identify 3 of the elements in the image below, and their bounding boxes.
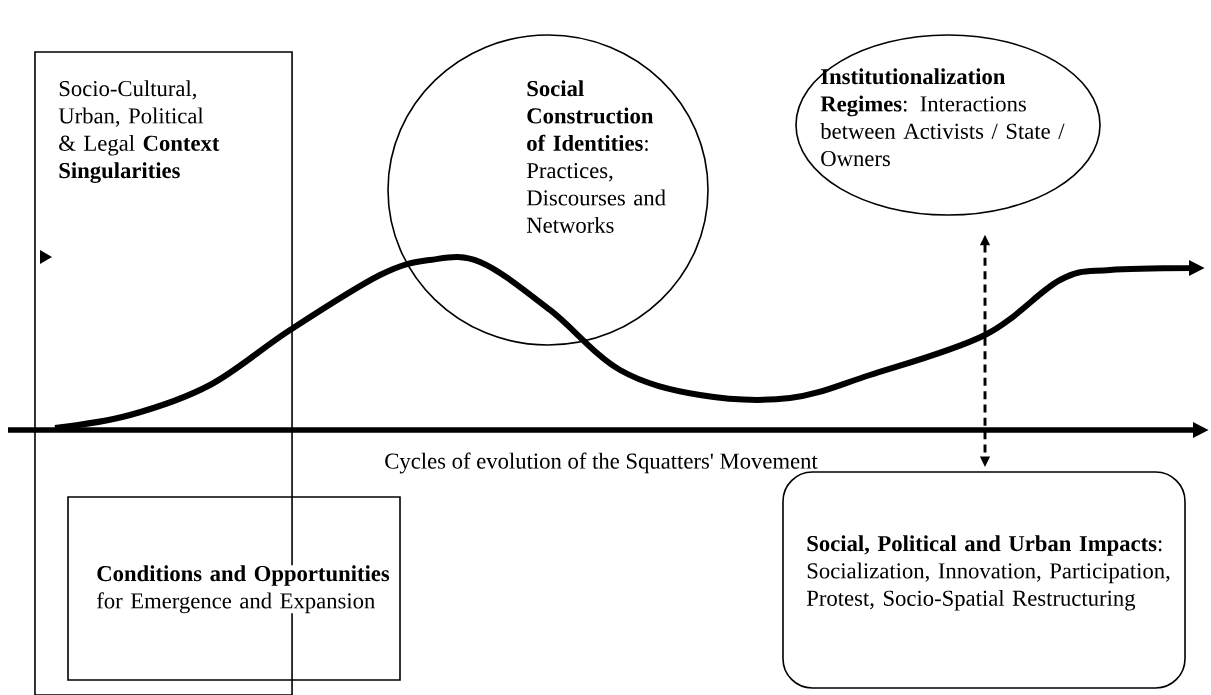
impacts-box: Social, Political and Urban Impacts: Socialization, Innovation, Participation, Protest, Socio-Spatial Restructuring [782,471,1186,689]
conditions-box: Conditions and Opportunities for Emergence and Expansion [67,496,401,681]
axis-label: Cycles of evolution of the Squatters' Movement [385,452,818,474]
